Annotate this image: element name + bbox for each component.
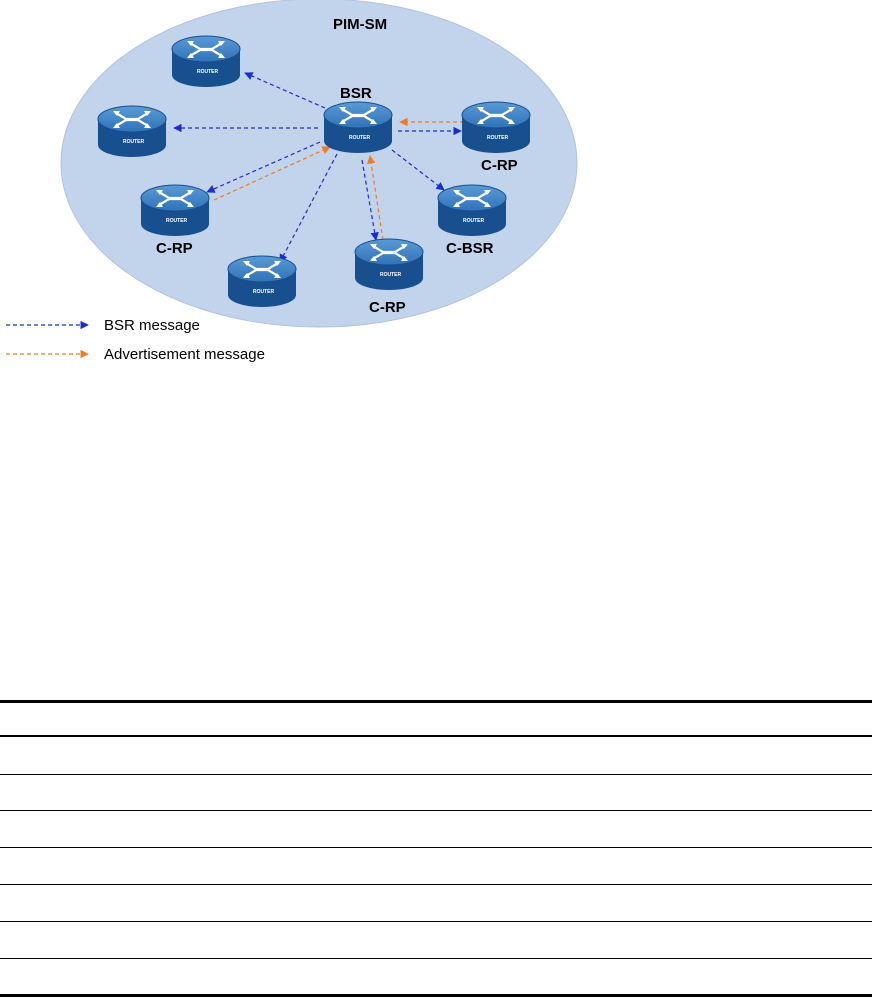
router-crp-left: ROUTER: [139, 183, 211, 238]
svg-text:ROUTER: ROUTER: [380, 272, 402, 278]
crp-bottom-label: C-RP: [369, 299, 406, 316]
svg-text:ROUTER: ROUTER: [463, 218, 485, 224]
router-crp-bottom: ROUTER: [353, 237, 425, 292]
table-row-rule: [0, 847, 872, 848]
legend-advertisement-text: Advertisement message: [104, 346, 265, 363]
advertisement-message-arrow: [367, 155, 384, 241]
router-cbsr: ROUTER: [436, 183, 508, 238]
legend-bsr-text: BSR message: [104, 317, 200, 334]
pim-sm-bsr-diagram: PIM-SM ROUTER ROUTER ROUTER ROUTER ROUTE…: [6, 0, 578, 363]
router-crp-right: ROUTER: [460, 100, 532, 155]
crp-left-label: C-RP: [156, 240, 193, 257]
bsr-message-arrow: [244, 72, 326, 109]
domain-label: PIM-SM: [333, 16, 387, 33]
bsr-label: BSR: [340, 85, 372, 102]
bsr-message-arrow: [279, 153, 338, 263]
table-row-rule: [0, 958, 872, 959]
bsr-message-arrow: [391, 149, 445, 191]
svg-text:ROUTER: ROUTER: [166, 218, 188, 224]
cbsr-label: C-BSR: [446, 240, 494, 257]
router-bottom-left: ROUTER: [226, 254, 298, 309]
svg-text:ROUTER: ROUTER: [253, 289, 275, 295]
table-row-rule: [0, 921, 872, 922]
table-row-rule: [0, 884, 872, 885]
table-top-rule: [0, 700, 872, 703]
svg-text:ROUTER: ROUTER: [197, 69, 219, 75]
table-bottom-rule: [0, 994, 872, 997]
empty-table: [0, 698, 872, 999]
crp-right-label: C-RP: [481, 157, 518, 174]
svg-text:ROUTER: ROUTER: [349, 135, 371, 141]
router-bsr: ROUTER: [322, 100, 394, 155]
svg-text:ROUTER: ROUTER: [123, 139, 145, 145]
router-left: ROUTER: [96, 104, 168, 159]
router-top: ROUTER: [170, 34, 242, 89]
svg-text:ROUTER: ROUTER: [487, 135, 509, 141]
advertisement-message-arrow: [213, 146, 331, 201]
table-row-rule: [0, 810, 872, 811]
table-row-rule: [0, 774, 872, 775]
table-header-rule: [0, 735, 872, 737]
